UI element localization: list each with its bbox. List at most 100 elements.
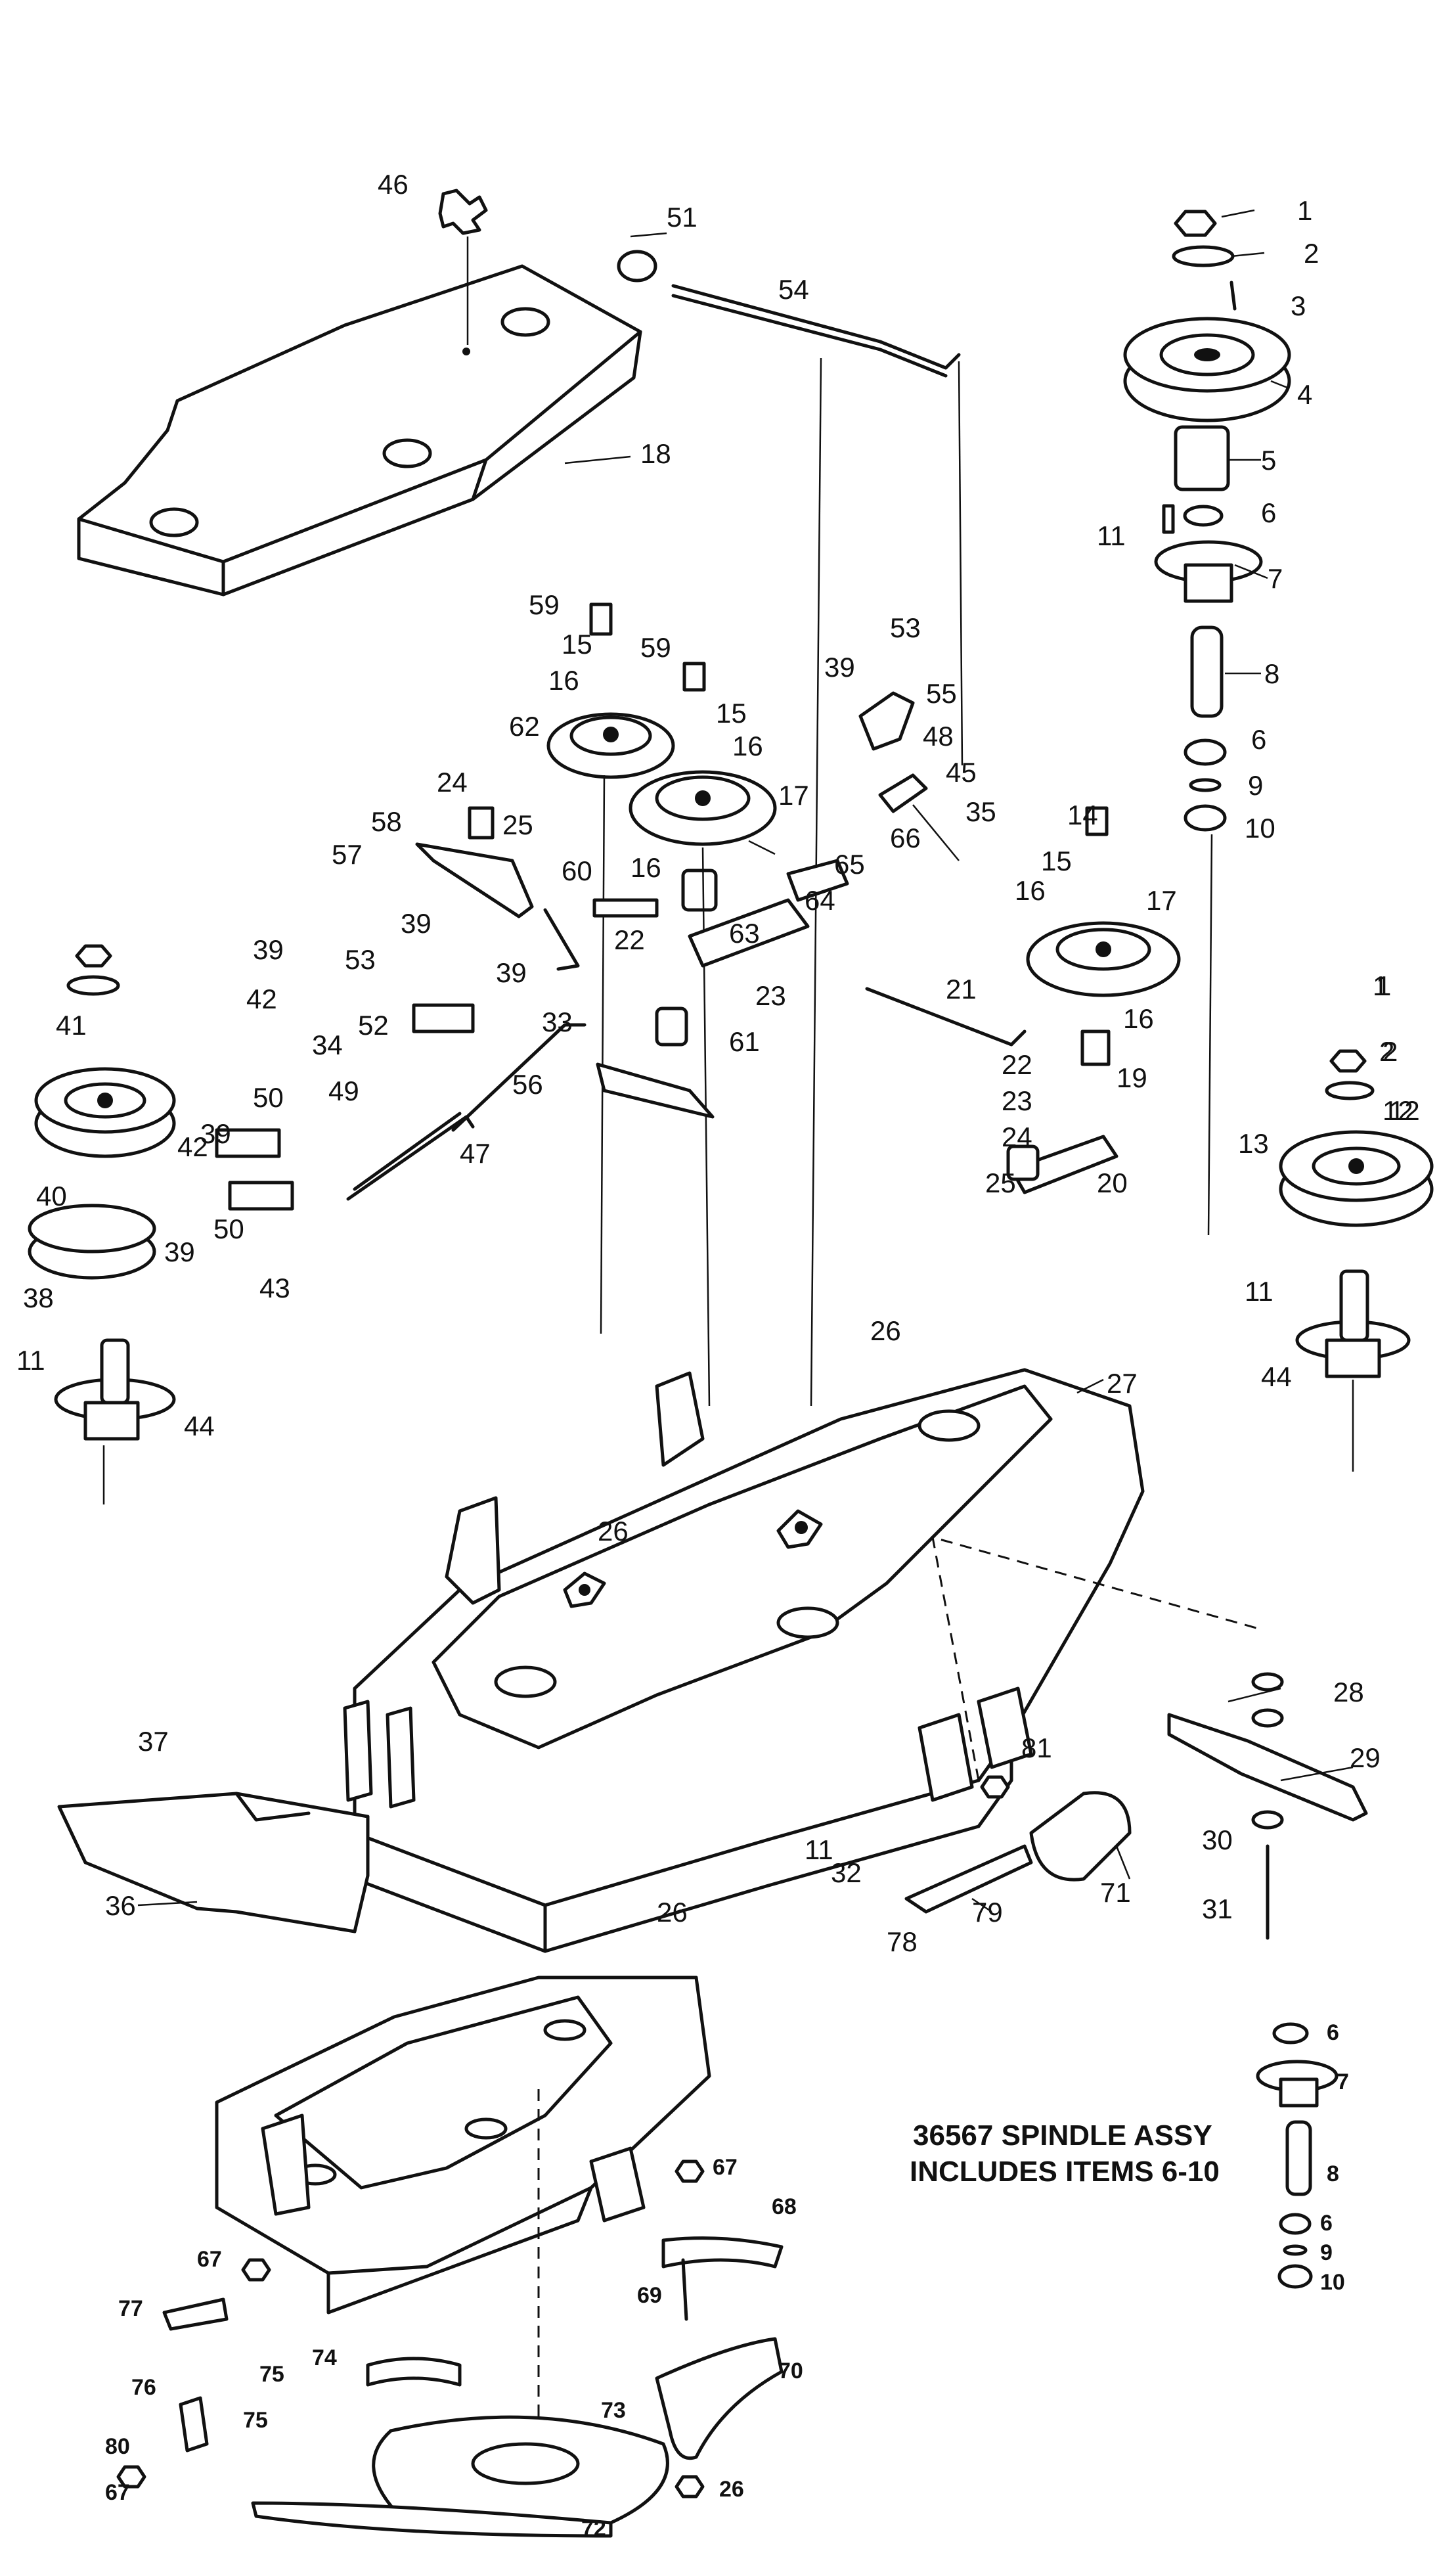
callout: 74 [312, 2345, 337, 2370]
callout: 67 [713, 2155, 738, 2180]
callout: 50 [213, 1213, 244, 1244]
callout: 43 [259, 1273, 290, 1303]
callout: 1 [1297, 195, 1312, 226]
callout: 39 [496, 957, 527, 988]
callout: 11 [1245, 1276, 1273, 1307]
callout: 67 [105, 2480, 130, 2505]
callout: 67 [197, 2247, 222, 2272]
callout: 32 [831, 1857, 862, 1888]
callout: 27 [1107, 1368, 1138, 1399]
callout: 44 [1261, 1361, 1292, 1392]
roller-71 [904, 1775, 1132, 1914]
callout: 6 [1320, 2211, 1333, 2236]
callout: 39 [253, 934, 284, 965]
spindle-assy-note: 36567 SPINDLE ASSY INCLUDES ITEMS 6-10 [910, 2119, 1220, 2188]
callout: 8 [1327, 2161, 1339, 2186]
callout: 1 [1376, 970, 1391, 1001]
callout: 25 [502, 809, 533, 840]
callout: 39 [824, 652, 855, 683]
callout: 80 [105, 2434, 130, 2459]
callout: 34 [312, 1029, 343, 1060]
callout: 16 [732, 731, 763, 761]
callout: 62 [509, 711, 540, 742]
callout: 75 [259, 2362, 284, 2387]
callout: 46 [378, 169, 409, 200]
callout: 29 [1350, 1742, 1381, 1773]
callout: 10 [1245, 813, 1275, 844]
callout: 59 [640, 632, 671, 663]
far-right-spindle [1279, 1049, 1434, 1472]
callout: 15 [1041, 846, 1072, 876]
callout: 7 [1268, 563, 1283, 594]
callout: 11 [1097, 520, 1126, 551]
callout: 73 [601, 2398, 626, 2423]
callout: 53 [345, 944, 376, 975]
callout: 21 [946, 974, 977, 1005]
callout: 42 [177, 1131, 208, 1162]
callout: 77 [118, 2296, 143, 2321]
callout: 70 [778, 2359, 803, 2384]
callout: 26 [719, 2477, 744, 2502]
callout: 9 [1248, 770, 1263, 801]
callout: 39 [164, 1236, 195, 1267]
callout: 23 [755, 980, 786, 1011]
callout: 16 [1015, 875, 1046, 906]
callout: 54 [778, 274, 809, 305]
callout: 24 [437, 767, 468, 798]
note-line-1: 36567 SPINDLE ASSY [913, 2119, 1212, 2152]
callout: 79 [972, 1897, 1003, 1928]
callout: 69 [637, 2283, 662, 2308]
callout: 40 [36, 1181, 67, 1211]
idler-pulleys [546, 602, 1181, 1407]
callout: 38 [23, 1282, 54, 1313]
callout: 76 [131, 2375, 156, 2400]
callout: 3 [1291, 290, 1306, 321]
callout: 12 [1389, 1095, 1420, 1126]
mulch-kit-deck [215, 1976, 711, 2431]
callout: 53 [890, 612, 921, 643]
callout: 16 [631, 852, 661, 883]
knob-46 [438, 189, 488, 345]
callout: 71 [1100, 1877, 1131, 1908]
callout: 60 [562, 855, 592, 886]
callout: 59 [529, 589, 560, 620]
right-spindle-stack [1123, 210, 1291, 1236]
callout: 48 [923, 721, 954, 752]
callout: 50 [253, 1082, 284, 1113]
callout: 4 [1297, 379, 1312, 410]
callout: 57 [332, 839, 363, 870]
callout: 23 [1002, 1085, 1032, 1116]
callout: 61 [729, 1026, 760, 1057]
callout: 6 [1261, 497, 1276, 528]
callout: 11 [16, 1345, 45, 1376]
callout: 13 [1238, 1128, 1269, 1159]
callout: 45 [946, 757, 977, 788]
spindle-assy-inset [1256, 2022, 1339, 2289]
arms-and-links [215, 691, 1118, 1211]
callout: 52 [358, 1010, 389, 1041]
callout: 35 [965, 796, 996, 827]
callout: 24 [1002, 1121, 1032, 1152]
callout: 8 [1264, 658, 1279, 689]
callout: 30 [1202, 1824, 1233, 1855]
left-spindle-stack [28, 944, 176, 1504]
callout: 6 [1327, 2020, 1339, 2045]
callout: 10 [1320, 2270, 1345, 2295]
leader-lines [137, 209, 1354, 1913]
callout: 56 [512, 1069, 543, 1100]
callout: 22 [614, 924, 645, 955]
callout: 39 [401, 908, 432, 939]
callout: 68 [772, 2194, 797, 2219]
callout: 2 [1304, 238, 1319, 269]
callout: 12 [1383, 1095, 1413, 1126]
mower-deck-27 [343, 1368, 1262, 1953]
callout: 28 [1333, 1677, 1364, 1707]
mulch-parts [116, 2159, 784, 2538]
callout: 42 [246, 983, 277, 1014]
callout: 37 [138, 1726, 169, 1757]
callout: 72 [581, 2516, 606, 2541]
callout: 66 [890, 823, 921, 853]
callout: 16 [548, 665, 579, 696]
callout: 7 [1337, 2069, 1349, 2094]
